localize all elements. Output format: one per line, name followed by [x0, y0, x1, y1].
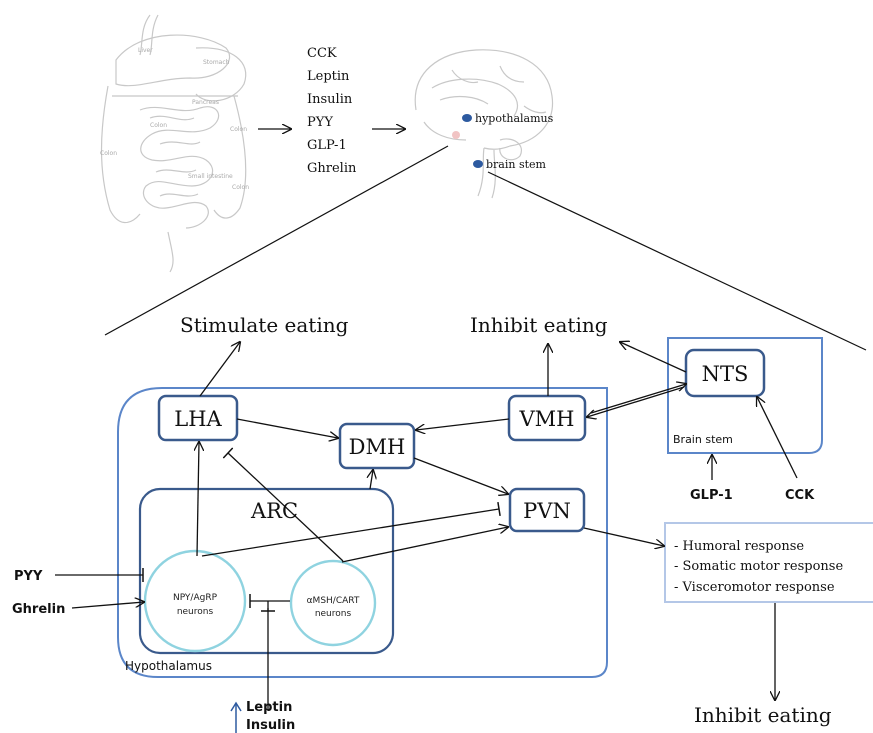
input-leptin: Leptin [246, 700, 292, 715]
vmh-to-dmh-arrow [416, 418, 510, 430]
input-cck: CCK [785, 488, 815, 503]
lha-node: LHA [157, 394, 239, 442]
amsh-cart-label-2: neurons [315, 609, 352, 619]
pvn-label: PVN [523, 499, 571, 523]
hypothalamus-region-label: Hypothalamus [125, 659, 212, 673]
brain-stem-region-label: Brain stem [673, 433, 733, 446]
nts-label: NTS [702, 362, 749, 386]
cck-to-nts-arrow [757, 397, 798, 479]
zoom-line-right [487, 171, 867, 351]
input-ghrelin: Ghrelin [12, 602, 65, 617]
response-box [664, 522, 873, 603]
hormone-insulin: Insulin [307, 92, 353, 107]
lha-to-stimulate-arrow [199, 342, 240, 397]
gut-label-small-intestine: Small intestine [188, 173, 233, 180]
hormone-cck: CCK [307, 46, 337, 61]
pvn-node: PVN [508, 487, 586, 533]
gut-labels: Liver Stomach Pancreas Colon Colon Colon… [100, 47, 249, 191]
input-glp1: GLP-1 [690, 488, 733, 503]
brain-stem-region [667, 337, 823, 454]
brain-pituitary-mark [452, 131, 460, 139]
brain-illustration [414, 49, 554, 199]
vmh-node: VMH [507, 394, 587, 442]
amsh-to-lha-inhibition [222, 447, 344, 562]
input-insulin: Insulin [246, 718, 295, 733]
dmh-node: DMH [338, 422, 416, 470]
connections [55, 342, 798, 710]
pvn-to-response-arrow [583, 527, 664, 546]
nts-to-inhibit-arrow [620, 342, 687, 373]
hormone-leptin: Leptin [307, 69, 350, 84]
brain-stem-label: brain stem [486, 158, 547, 171]
response-humoral: - Humoral response [674, 539, 804, 554]
ghrelin-arrow [71, 602, 144, 609]
gut-label-colon-3: Colon [100, 150, 117, 157]
hypothalamus-label: hypothalamus [475, 112, 554, 125]
lha-label: LHA [174, 407, 222, 431]
nts-to-vmh-arrow [587, 386, 685, 417]
gut-label-colon-1: Colon [150, 122, 167, 129]
nts-node: NTS [684, 348, 766, 398]
response-visceromotor: - Visceromotor response [674, 580, 835, 595]
inhibit-eating-bottom-heading: Inhibit eating [694, 703, 832, 727]
dmh-label: DMH [349, 435, 406, 459]
leptin-increase-arrowhead [230, 701, 242, 712]
zoom-line-left [104, 145, 449, 336]
amsh-cart-neurons [289, 559, 377, 647]
arc-to-dmh-arrow [370, 470, 373, 490]
hormone-glp1: GLP-1 [307, 138, 347, 153]
response-somatic-motor: - Somatic motor response [674, 559, 843, 574]
npy-agrp-label-2: neurons [177, 607, 214, 617]
hormone-ghrelin: Ghrelin [307, 161, 357, 176]
vmh-label: VMH [519, 407, 575, 431]
amsh-cart-label: αMSH/CART [307, 596, 360, 606]
hormone-list: CCK Leptin Insulin PYY GLP-1 Ghrelin [307, 46, 357, 176]
inhibit-eating-top-heading: Inhibit eating [470, 313, 608, 337]
stimulate-eating-heading: Stimulate eating [180, 313, 349, 337]
npy-to-lha-arrow [197, 442, 199, 557]
hypothalamus-marker [462, 114, 472, 122]
gut-label-colon-2: Colon [230, 126, 247, 133]
dmh-to-pvn-arrow [413, 457, 508, 494]
gut-label-pancreas: Pancreas [192, 99, 219, 106]
arc-label: ARC [250, 499, 298, 523]
vmh-to-nts-arrow [590, 384, 686, 414]
hormone-pyy: PYY [307, 115, 333, 130]
digestive-system-illustration [100, 14, 247, 273]
lha-to-dmh-arrow [236, 418, 338, 438]
gut-label-liver: Liver [138, 47, 153, 54]
gut-label-stomach: Stomach [203, 59, 230, 66]
gut-label-colon-4: Colon [232, 184, 249, 191]
brain-stem-marker [473, 160, 483, 168]
amsh-to-pvn-arrow [341, 527, 508, 563]
input-pyy: PYY [14, 569, 43, 584]
hypothalamus-region [117, 387, 608, 678]
npy-agrp-label: NPY/AgRP [173, 593, 218, 603]
npy-to-pvn-inhibition [201, 501, 501, 557]
